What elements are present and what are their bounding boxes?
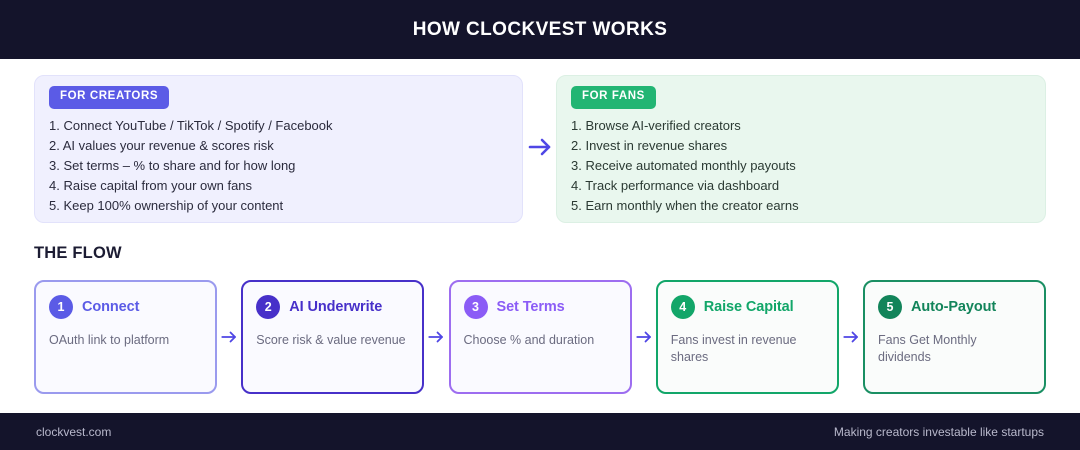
footer-website[interactable]: clockvest.com [36,424,112,439]
for-creators-badge: FOR CREATORS [49,86,170,109]
flow-card-5[interactable]: 5 Auto-Payout Fans Get Monthly dividends [863,280,1046,394]
for-creators-panel: FOR CREATORS 1. Connect YouTube / TikTok… [34,75,523,223]
flow-card-4[interactable]: 4 Raise Capital Fans invest in revenue s… [655,280,839,394]
list-item: 3. Set terms – % to share and for how lo… [49,158,296,173]
list-item: 5. Keep 100% ownership of your content [49,198,284,213]
arrow-right-icon [424,280,448,394]
list-item: 1. Browse AI-verified creators [571,118,741,133]
flow-card-description: Choose % and duration [463,333,595,347]
flow-card-3[interactable]: 3 Set Terms Choose % and duration [448,280,632,394]
flow-card-description: Score risk & value revenue [256,333,406,347]
page-title: HOW CLOCKVEST WORKS [412,18,668,40]
arrow-right-icon [217,280,241,394]
flow-card-1[interactable]: 1 Connect OAuth link to platform [34,280,217,394]
footer-bar: clockvest.com Making creators investable… [0,413,1080,450]
flow-card-description: Fans invest in revenue shares [670,333,797,364]
list-item: 1. Connect YouTube / TikTok / Spotify / … [49,118,333,133]
step-number-badge: 5 [878,295,902,319]
step-number-badge: 2 [256,295,281,319]
flow-card-title: AI Underwrite [289,299,383,315]
step-number-badge: 4 [670,295,695,319]
flow-card-header: 5 Auto-Payout [878,294,1031,320]
flow-card-header: 1 Connect [49,294,202,320]
for-creators-list: 1. Connect YouTube / TikTok / Spotify / … [49,116,512,216]
list-item: 2. AI values your revenue & scores risk [49,138,274,153]
list-item: 4. Raise capital from your own fans [49,178,253,193]
arrow-right-icon [526,133,554,161]
header-bar: HOW CLOCKVEST WORKS [0,0,1080,59]
arrow-right-icon [839,280,863,394]
flow-card-header: 3 Set Terms [463,294,617,320]
list-item: 5. Earn monthly when the creator earns [571,198,799,213]
arrow-right-icon [632,280,656,394]
flow-card-header: 2 AI Underwrite [256,294,409,320]
step-number-badge: 1 [49,295,73,319]
flow-steps-row: 1 Connect OAuth link to platform 2 AI Un… [34,280,1046,394]
step-number-badge: 3 [463,295,488,319]
for-fans-badge: FOR FANS [571,86,656,109]
flow-card-description: Fans Get Monthly dividends [878,333,977,364]
flow-card-title: Set Terms [496,299,565,315]
flow-card-title: Connect [82,299,140,315]
footer-tagline: Making creators investable like startups [833,424,1044,439]
flow-card-2[interactable]: 2 AI Underwrite Score risk & value reven… [241,280,425,394]
list-item: 3. Receive automated monthly payouts [571,158,796,173]
list-item: 2. Invest in revenue shares [571,138,728,153]
list-item: 4. Track performance via dashboard [571,178,780,193]
for-fans-list: 1. Browse AI-verified creators 2. Invest… [571,116,1035,216]
for-fans-panel: FOR FANS 1. Browse AI-verified creators … [556,75,1046,223]
flow-card-title: Raise Capital [703,299,794,315]
flow-card-header: 4 Raise Capital [670,294,824,320]
flow-card-description: OAuth link to platform [49,333,170,347]
flow-section-heading: THE FLOW [34,244,122,262]
flow-card-title: Auto-Payout [911,299,997,315]
